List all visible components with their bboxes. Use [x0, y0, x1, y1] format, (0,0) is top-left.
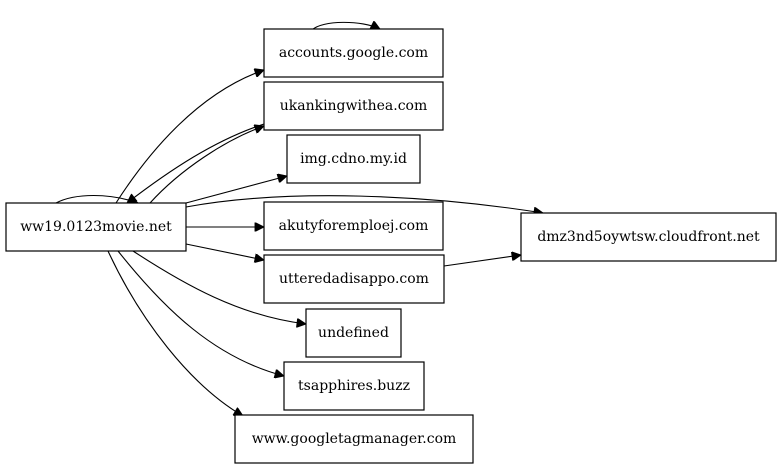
- edge-ww19-uttered: [185, 243, 264, 260]
- node-ww19[interactable]: ww19.0123movie.net: [5, 202, 187, 252]
- node-ukanking-label: ukankingwithea.com: [280, 98, 428, 114]
- node-tsapphires[interactable]: tsapphires.buzz: [283, 361, 425, 411]
- edge-ukanking-ww19: [127, 123, 265, 203]
- edge-ww19-self: [55, 194, 138, 204]
- node-akuty[interactable]: akutyforemploej.com: [263, 201, 444, 251]
- edge-ww19-imgcdno: [185, 176, 287, 204]
- node-gtm[interactable]: www.googletagmanager.com: [234, 414, 474, 464]
- edge-ww19-gtm: [107, 250, 243, 416]
- edge-ww19-tsapphires: [117, 250, 284, 376]
- node-accounts-label: accounts.google.com: [279, 45, 428, 61]
- nodes: ww19.0123movie.net accounts.google.com u…: [5, 28, 777, 464]
- edge-ww19-accounts: [115, 70, 264, 204]
- edge-ww19-undefined: [132, 250, 306, 324]
- node-undefined[interactable]: undefined: [305, 308, 402, 358]
- edge-ww19-ukanking: [149, 126, 264, 204]
- node-dmz-label: dmz3nd5oywtsw.cloudfront.net: [537, 229, 760, 245]
- node-uttered-label: utteredadisappo.com: [279, 271, 429, 287]
- node-ukanking[interactable]: ukankingwithea.com: [263, 81, 444, 131]
- node-uttered[interactable]: utteredadisappo.com: [263, 254, 445, 304]
- edge-uttered-dmz: [443, 255, 521, 267]
- node-imgcdno-label: img.cdno.my.id: [300, 151, 407, 167]
- node-gtm-label: www.googletagmanager.com: [252, 431, 457, 447]
- node-accounts[interactable]: accounts.google.com: [263, 28, 444, 78]
- edges: [55, 22, 543, 416]
- node-imgcdno[interactable]: img.cdno.my.id: [286, 134, 421, 184]
- node-dmz[interactable]: dmz3nd5oywtsw.cloudfront.net: [520, 212, 777, 262]
- edge-accounts-self: [311, 22, 380, 31]
- node-akuty-label: akutyforemploej.com: [279, 218, 429, 234]
- edge-ww19-dmz: [185, 195, 543, 213]
- node-ww19-label: ww19.0123movie.net: [20, 219, 172, 235]
- node-undefined-label: undefined: [318, 325, 389, 341]
- node-tsapphires-label: tsapphires.buzz: [298, 378, 410, 394]
